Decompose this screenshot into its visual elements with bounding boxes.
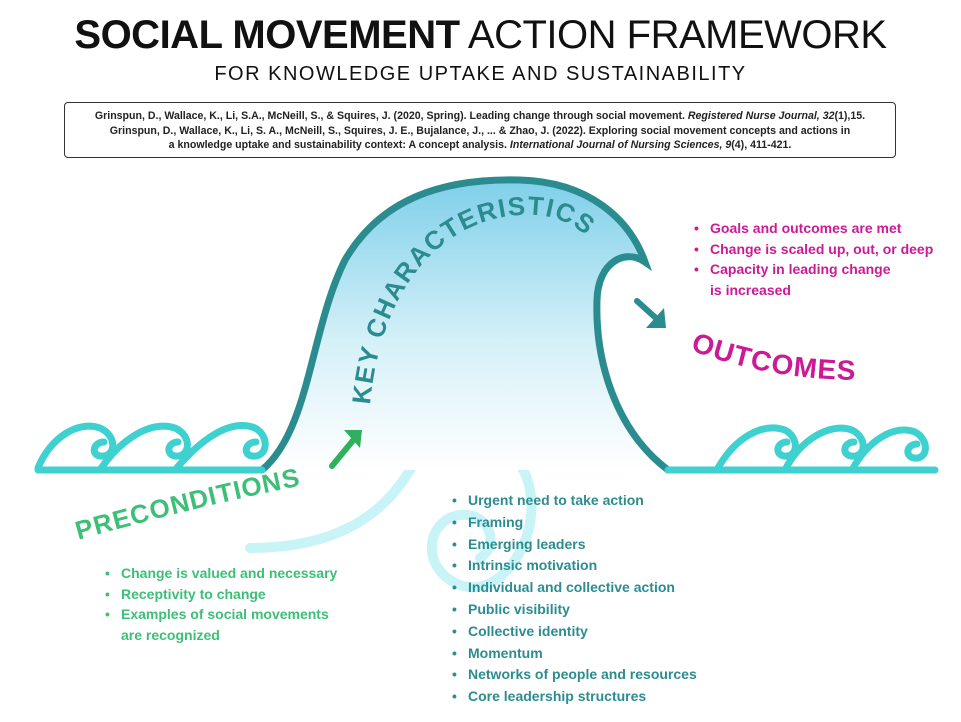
right-small-waves xyxy=(664,424,939,474)
left-small-waves xyxy=(34,422,269,474)
list-item: Urgent need to take action xyxy=(452,490,697,512)
page-subtitle: FOR KNOWLEDGE UPTAKE AND SUSTAINABILITY xyxy=(214,63,747,85)
reference-2-line-1: Grinspun, D., Wallace, K., Li, S. A., Mc… xyxy=(109,124,851,137)
key-characteristics-list: Urgent need to take action Framing Emerg… xyxy=(452,490,697,708)
big-wave-outline xyxy=(258,176,672,474)
list-item: Goals and outcomes are met xyxy=(694,218,933,239)
title-bold: SOCIAL MOVEMENT xyxy=(74,13,460,57)
list-item: Core leadership structures xyxy=(452,686,697,708)
list-item: Momentum xyxy=(452,643,697,665)
list-item: Receptivity to change xyxy=(105,584,337,605)
arrow-down-right-icon xyxy=(634,298,666,328)
list-item: Public visibility xyxy=(452,599,697,621)
references-box: Grinspun, D., Wallace, K., Li, S.A., McN… xyxy=(64,102,896,158)
outcomes-list: Goals and outcomes are met Change is sca… xyxy=(694,218,933,300)
list-item: Individual and collective action xyxy=(452,577,697,599)
big-wave-fill xyxy=(262,179,668,470)
preconditions-list: Change is valued and necessary Receptivi… xyxy=(105,563,337,645)
list-item: Intrinsic motivation xyxy=(452,555,697,577)
reference-2-line-2: a knowledge uptake and sustainability co… xyxy=(168,139,792,151)
page-title: SOCIAL MOVEMENT ACTION FRAMEWORK xyxy=(0,12,961,58)
list-item: Collective identity xyxy=(452,621,697,643)
outcomes-label: OUTCOMES xyxy=(688,327,857,387)
list-item: Emerging leaders xyxy=(452,534,697,556)
reference-1: Grinspun, D., Wallace, K., Li, S.A., McN… xyxy=(94,110,866,122)
list-item: Examples of social movements are recogni… xyxy=(105,604,337,645)
preconditions-label: PRECONDITIONS xyxy=(72,462,303,546)
list-item: Change is valued and necessary xyxy=(105,563,337,584)
arrow-up-right-icon xyxy=(329,430,362,469)
title-light: ACTION FRAMEWORK xyxy=(467,13,887,57)
list-item: Change is scaled up, out, or deep xyxy=(694,239,933,260)
list-item: Framing xyxy=(452,512,697,534)
list-item: Capacity in leading change is increased xyxy=(694,259,933,300)
list-item: Networks of people and resources xyxy=(452,664,697,686)
